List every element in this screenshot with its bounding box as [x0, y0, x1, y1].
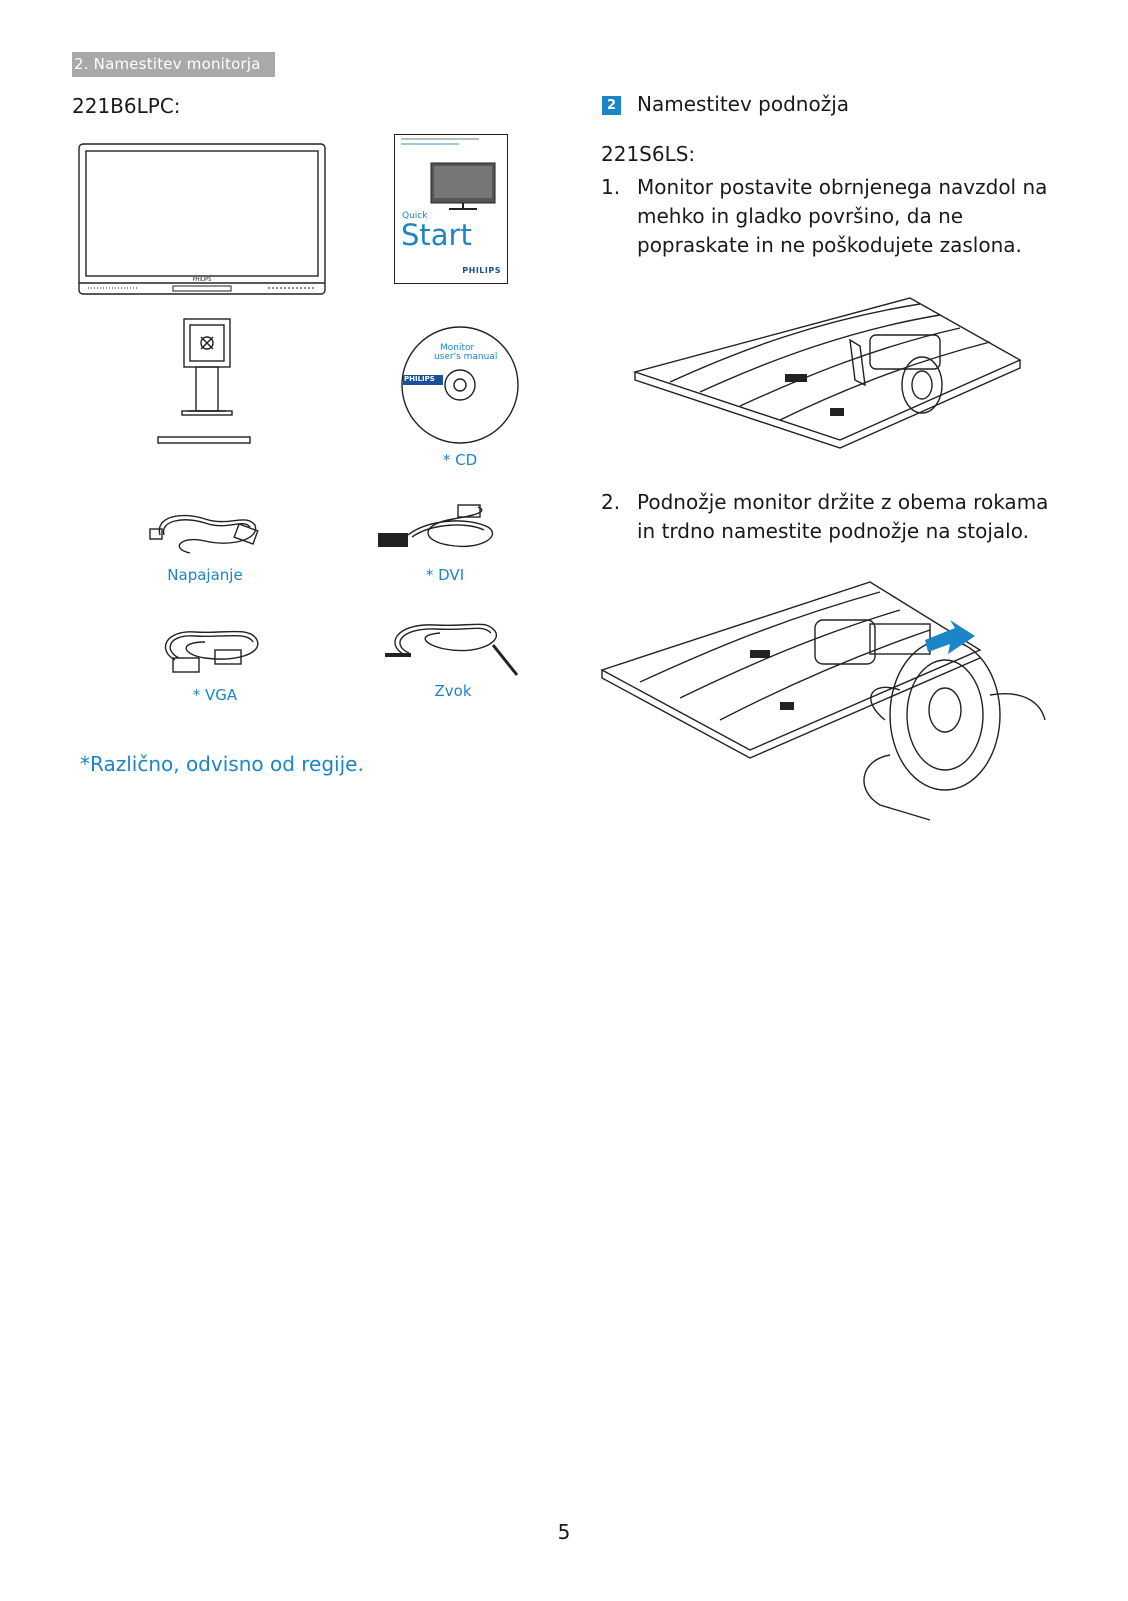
- power-cable-illustration: [149, 514, 259, 554]
- step-item-number: 2.: [601, 490, 621, 514]
- quick-start-big-label: Start: [401, 218, 472, 252]
- cd-caption: * CD: [442, 451, 478, 469]
- cd-brand: PHILIPS: [404, 375, 435, 383]
- page-number: 5: [557, 1520, 571, 1544]
- step-item-text: Monitor postavite obrnjenega navzdol na …: [637, 175, 1048, 257]
- monitor-facedown-illustration: [632, 297, 1022, 449]
- vga-cable-illustration: [164, 630, 259, 673]
- monitor-thumbnail-icon: [430, 162, 496, 210]
- cd-label-line2: user's manual: [434, 352, 498, 362]
- dvi-cable-illustration: [378, 504, 494, 548]
- cd-label-line1: Monitor: [440, 343, 475, 353]
- step-item: 1. Monitor postavite obrnjenega navzdol …: [601, 173, 1061, 263]
- power-caption: Napajanje: [167, 566, 243, 584]
- audio-cable-illustration: [385, 623, 519, 676]
- step-item-number: 1.: [601, 175, 621, 199]
- right-model-title: 221S6LS:: [601, 142, 696, 166]
- vga-caption: * VGA: [192, 686, 238, 704]
- step-item: 2. Podnožje monitor držite z obema rokam…: [601, 488, 1061, 548]
- monitor-front-illustration: PHILIPS: [78, 143, 326, 295]
- svg-text:PHILIPS: PHILIPS: [193, 277, 212, 283]
- cd-illustration: [401, 326, 519, 444]
- stand-illustration: [157, 318, 251, 444]
- left-model-title: 221B6LPC:: [72, 94, 181, 118]
- step-number-badge: 2: [602, 96, 621, 115]
- quick-start-brand: PHILIPS: [462, 266, 501, 275]
- quick-start-booklet: Quick Start PHILIPS: [394, 134, 508, 284]
- dvi-caption: * DVI: [425, 566, 465, 584]
- step-title: Namestitev podnožja: [637, 92, 850, 116]
- region-note: *Različno, odvisno od regije.: [80, 752, 364, 776]
- quick-start-small-label: Quick: [402, 211, 428, 221]
- base-attach-illustration: [600, 581, 1046, 821]
- step-item-text: Podnožje monitor držite z obema rokama i…: [637, 490, 1049, 543]
- section-tab: 2. Namestitev monitorja: [72, 52, 275, 77]
- audio-caption: Zvok: [434, 682, 472, 700]
